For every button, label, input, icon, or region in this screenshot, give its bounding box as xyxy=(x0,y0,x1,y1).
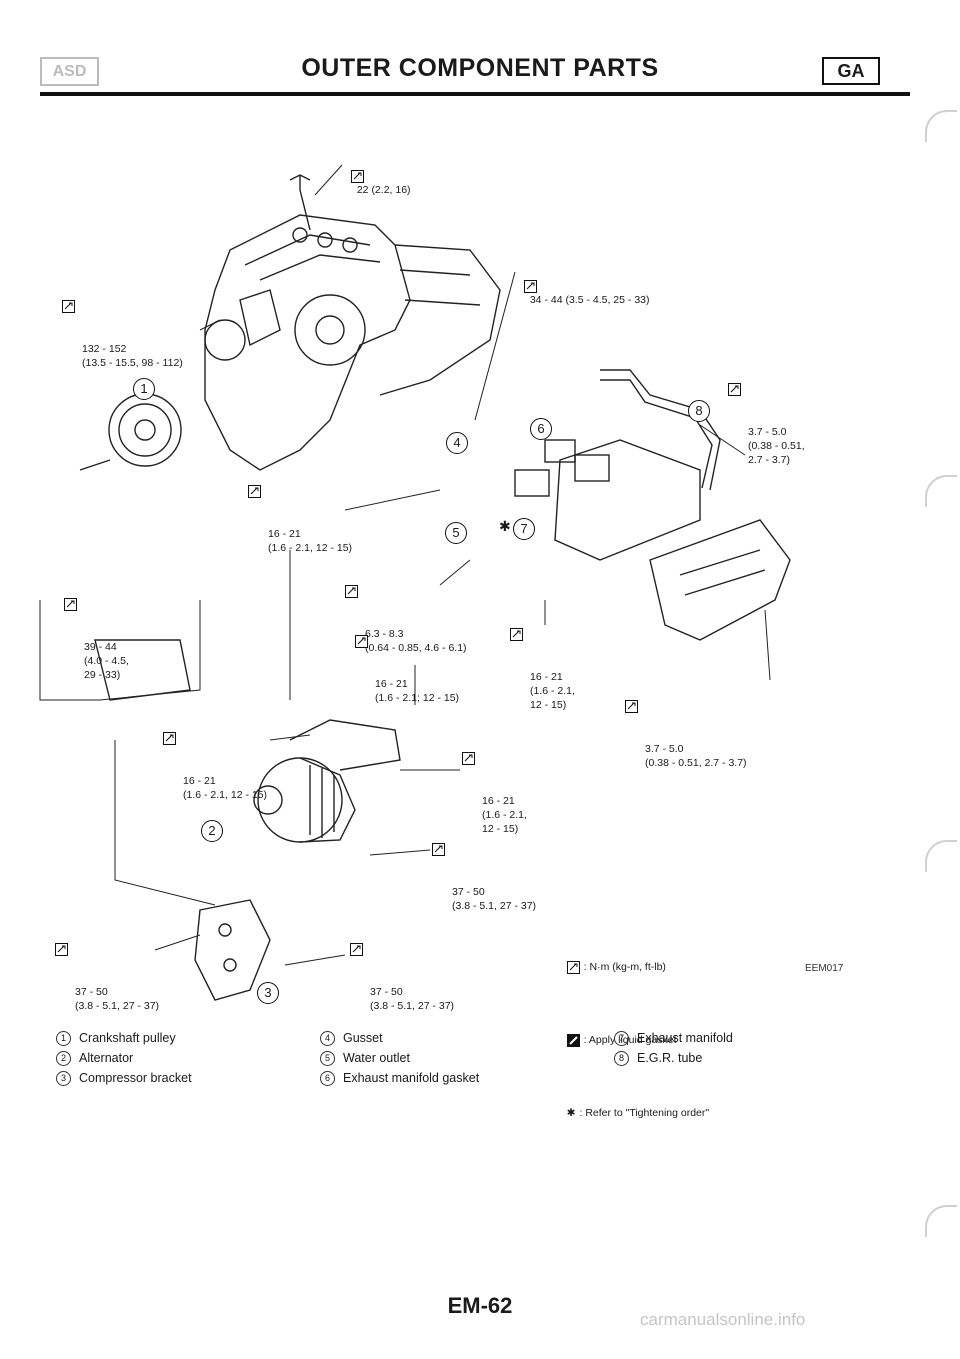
torque-wrench-icon xyxy=(432,843,445,856)
callout-6: 6 xyxy=(530,418,552,440)
torque-label: 34 - 44 (3.5 - 4.5, 25 - 33) xyxy=(518,265,650,307)
torque-wrench-icon xyxy=(62,300,75,313)
torque-wrench-icon xyxy=(350,169,364,183)
callout-3: 3 xyxy=(257,982,279,1004)
torque-wrench-icon xyxy=(625,700,638,713)
callout-2: 2 xyxy=(201,820,223,842)
torque-label: 22 (2.2, 16) xyxy=(345,155,411,197)
torque-label: 37 - 50 (3.8 - 5.1, 27 - 37) xyxy=(432,843,536,927)
section-badge-left: ASD xyxy=(40,57,99,86)
torque-label: 37 - 50 (3.8 - 5.1, 27 - 37) xyxy=(55,943,159,1027)
torque-wrench-icon xyxy=(64,598,77,611)
edge-mark xyxy=(925,475,957,507)
callout-4: 4 xyxy=(446,432,468,454)
exhaust-manifold-drawing xyxy=(514,369,791,641)
torque-wrench-icon xyxy=(523,279,537,293)
page-title: OUTER COMPONENT PARTS xyxy=(301,54,659,82)
torque-label: 3.7 - 5.0 (0.38 - 0.51, 2.7 - 3.7) xyxy=(728,383,805,481)
watermark: carmanualsonline.info xyxy=(640,1310,806,1329)
liquid-gasket-icon xyxy=(566,1033,580,1047)
torque-label: 3.7 - 5.0 (0.38 - 0.51, 2.7 - 3.7) xyxy=(625,700,747,784)
torque-wrench-icon xyxy=(510,628,523,641)
torque-label: 16 - 21 (1.6 - 2.1, 12 - 15) xyxy=(163,732,267,816)
section-badge-right: GA xyxy=(822,57,880,85)
leader-lines xyxy=(39,164,771,966)
torque-label: 39 - 44 (4.0 - 4.5, 29 - 33) xyxy=(64,598,129,696)
callout-5: 5 xyxy=(445,522,467,544)
compressor-bracket-drawing xyxy=(94,639,271,1001)
edge-mark xyxy=(925,110,957,142)
legend-gasket: : Apply liquid gasket xyxy=(555,1019,709,1061)
edge-mark xyxy=(925,840,957,872)
torque-wrench-icon xyxy=(345,585,358,598)
engine-block-drawing xyxy=(79,174,501,471)
legend-order: ✱: Refer to "Tightening order" xyxy=(566,1107,710,1119)
header-rule xyxy=(40,92,910,96)
torque-wrench-icon xyxy=(248,485,261,498)
page-number: EM-62 xyxy=(447,1293,513,1318)
legend: : N·m (kg-m, ft-lb) : Apply liquid gaske… xyxy=(555,918,709,1148)
legend-torque: : N·m (kg-m, ft-lb) xyxy=(555,946,709,988)
torque-label: 6.3 - 8.3 (0.64 - 0.85, 4.6 - 6.1) xyxy=(345,585,467,669)
callout-1: 1 xyxy=(133,378,155,400)
torque-wrench-icon xyxy=(55,943,68,956)
asterisk-icon: ✱ xyxy=(499,518,511,534)
torque-label: 16 - 21 (1.6 - 2.1; 12 - 15) xyxy=(355,635,459,719)
torque-wrench-icon xyxy=(350,943,363,956)
torque-wrench-icon xyxy=(462,752,475,765)
edge-mark xyxy=(925,1205,957,1237)
callout-8: 8 xyxy=(688,400,710,422)
torque-label: 16 - 21 (1.6 - 2.1, 12 - 15) xyxy=(462,752,527,850)
torque-label: 37 - 50 (3.8 - 5.1, 27 - 37) xyxy=(350,943,454,1027)
callout-7: 7 xyxy=(513,518,535,540)
alternator-drawing xyxy=(253,719,401,843)
torque-wrench-icon xyxy=(355,635,368,648)
figure-code: EEM017 xyxy=(805,963,844,974)
torque-wrench-icon xyxy=(566,960,580,974)
torque-label: 16 - 21 (1.6 - 2.1, 12 - 15) xyxy=(510,628,575,726)
torque-label: 132 - 152 (13.5 - 15.5, 98 - 112) xyxy=(62,300,183,384)
torque-label: 16 - 21 (1.6 - 2.1, 12 - 15) xyxy=(248,485,352,569)
torque-wrench-icon xyxy=(728,383,741,396)
torque-wrench-icon xyxy=(163,732,176,745)
asterisk-icon: ✱ xyxy=(566,1107,576,1119)
